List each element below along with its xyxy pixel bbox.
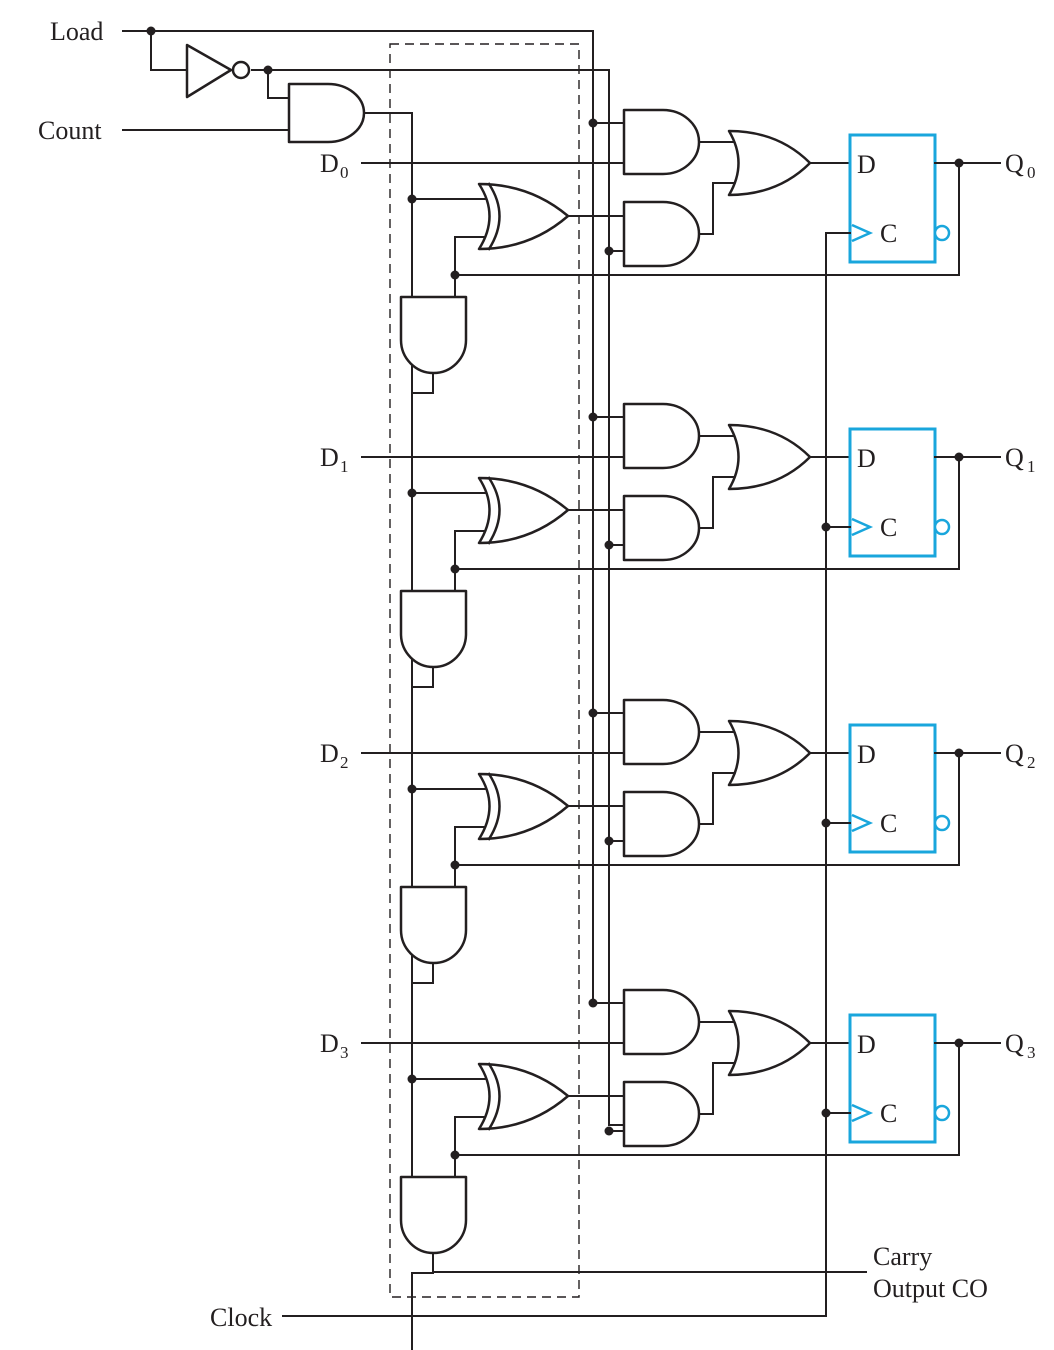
clock-bus <box>282 232 827 1317</box>
d3-label: D 3 <box>320 1029 349 1062</box>
svg-text:D: D <box>320 149 339 178</box>
svg-text:0: 0 <box>340 163 349 182</box>
svg-text:D: D <box>857 150 876 179</box>
load-not-bus <box>251 69 625 1126</box>
svg-text:C: C <box>880 1099 897 1128</box>
svg-text:Carry: Carry <box>873 1242 932 1271</box>
svg-text:3: 3 <box>340 1043 349 1062</box>
svg-text:D: D <box>857 740 876 769</box>
svg-text:Q: Q <box>1005 443 1024 472</box>
clock-label: Clock <box>210 1303 272 1332</box>
carry-output-label: Carry Output CO <box>873 1242 988 1303</box>
svg-text:2: 2 <box>340 753 349 772</box>
not-gate <box>185 43 251 99</box>
count-label: Count <box>38 116 102 145</box>
svg-text:D: D <box>320 739 339 768</box>
svg-text:1: 1 <box>340 457 349 476</box>
svg-text:Q: Q <box>1005 1029 1024 1058</box>
flipflop-3-labels: D C <box>857 1030 897 1128</box>
svg-text:3: 3 <box>1027 1043 1036 1062</box>
svg-text:Q: Q <box>1005 149 1024 178</box>
svg-text:Q: Q <box>1005 739 1024 768</box>
d1-label: D 1 <box>320 443 349 476</box>
d2-label: D 2 <box>320 739 349 772</box>
svg-text:D: D <box>320 1029 339 1058</box>
q2-label: Q 2 <box>1005 739 1036 772</box>
svg-text:D: D <box>320 443 339 472</box>
carry-output-wire <box>432 1252 867 1273</box>
svg-text:C: C <box>880 809 897 838</box>
svg-text:D: D <box>857 1030 876 1059</box>
svg-text:D: D <box>857 444 876 473</box>
flipflop-2-labels: D C <box>857 740 897 838</box>
q3-label: Q 3 <box>1005 1029 1036 1062</box>
svg-text:2: 2 <box>1027 753 1036 772</box>
svg-text:Output CO: Output CO <box>873 1274 988 1303</box>
flipflop-1-labels: D C <box>857 444 897 542</box>
svg-text:1: 1 <box>1027 457 1036 476</box>
flipflop-0-labels: D C <box>857 150 897 248</box>
svg-text:0: 0 <box>1027 163 1036 182</box>
incrementer-dashed-box <box>389 43 580 1298</box>
d0-label: D 0 <box>320 149 349 182</box>
svg-text:C: C <box>880 219 897 248</box>
q0-label: Q 0 <box>1005 149 1036 182</box>
load-label: Load <box>50 17 103 46</box>
svg-text:C: C <box>880 513 897 542</box>
count-and-gate <box>122 69 413 1081</box>
q1-label: Q 1 <box>1005 443 1036 476</box>
